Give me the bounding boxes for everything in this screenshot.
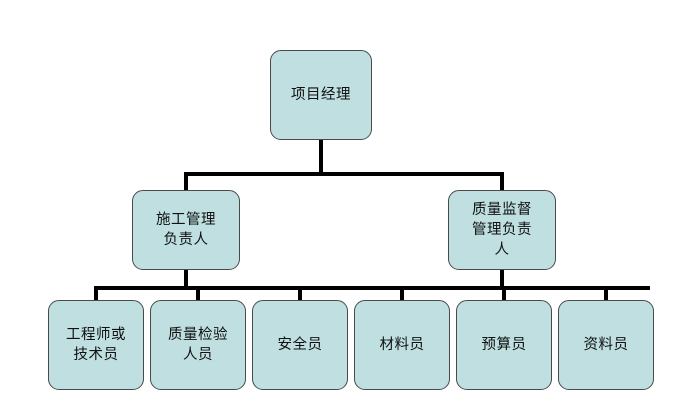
connector-middle-left-stem [184,268,188,288]
connector-leaf-stub [502,286,506,300]
node-project-manager[interactable]: 项目经理 [270,50,372,140]
connector-drop-middle-left [184,172,188,192]
connector-middle-right-stem [500,268,504,288]
node-materials-clerk[interactable]: 材料员 [354,300,450,390]
node-label: 质量检验 人员 [168,327,228,363]
node-safety-officer[interactable]: 安全员 [252,300,348,390]
node-label: 施工管理 负责人 [156,212,216,248]
node-label: 材料员 [379,337,425,353]
node-label: 工程师或 技术员 [66,327,126,363]
node-quality-supervision-lead[interactable]: 质量监督 管理负责 人 [448,190,556,270]
connector-leaf-bus [94,286,650,290]
node-label: 安全员 [277,337,323,353]
node-budget-officer[interactable]: 预算员 [456,300,552,390]
node-engineer-or-technician[interactable]: 工程师或 技术员 [48,300,144,390]
connector-leaf-stub [400,286,404,300]
connector-leaf-stub [604,286,608,300]
node-quality-inspection-staff[interactable]: 质量检验 人员 [150,300,246,390]
connector-middle-bus [184,172,504,176]
connector-leaf-stub [94,286,98,300]
node-label: 项目经理 [291,87,351,103]
node-label: 预算员 [481,337,527,353]
connector-leaf-stub [196,286,200,300]
connector-leaf-stub [298,286,302,300]
node-label: 质量监督 管理负责 人 [472,202,532,258]
connector-root-stem [319,140,323,176]
node-label: 资料员 [583,337,629,353]
connector-drop-middle-right [500,172,504,192]
node-construction-management-lead[interactable]: 施工管理 负责人 [132,190,240,270]
node-documentation-clerk[interactable]: 资料员 [558,300,654,390]
